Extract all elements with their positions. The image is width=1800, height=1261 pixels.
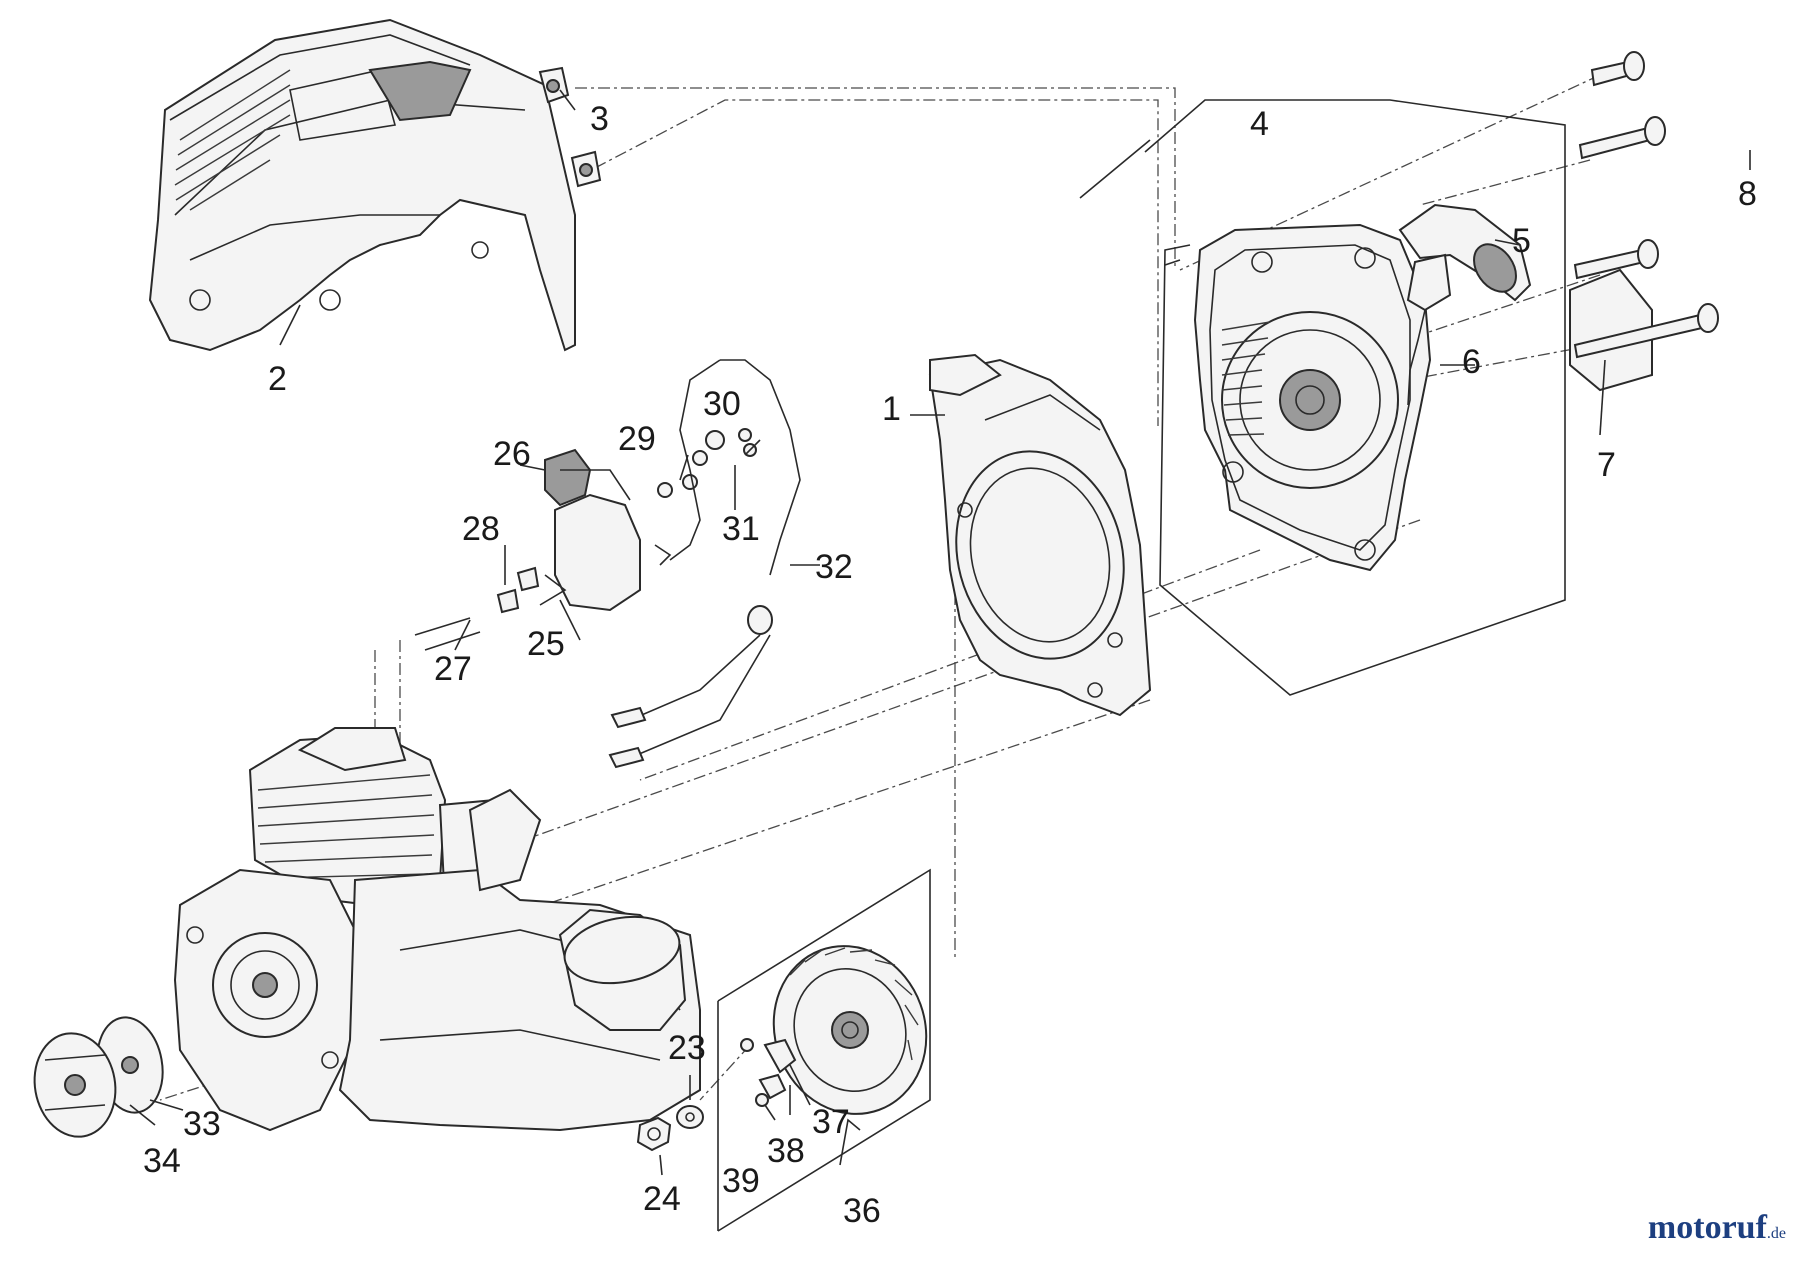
callout-32: 32: [815, 548, 853, 586]
callout-24: 24: [643, 1180, 681, 1218]
callout-6: 6: [1462, 343, 1481, 381]
callout-25: 25: [527, 625, 565, 663]
callout-7: 7: [1597, 446, 1616, 484]
screws: [1573, 51, 1719, 359]
ignition-wire: [608, 359, 801, 769]
callout-30: 30: [703, 385, 741, 423]
assembly-lines: [159, 74, 1601, 1101]
callout-31: 31: [722, 510, 760, 548]
starter-handle: [1398, 203, 1532, 312]
clutch-parts: [33, 1016, 164, 1138]
washers-nuts: [657, 428, 757, 498]
callout-8: 8: [1738, 175, 1757, 213]
callout-26: 26: [493, 435, 531, 473]
fan-housing: [928, 353, 1152, 717]
ignition-coil: [544, 448, 672, 612]
callout-5: 5: [1512, 222, 1531, 260]
flywheel-group: [717, 868, 931, 1232]
callout-37: 37: [812, 1103, 850, 1141]
dowel-pins: [414, 566, 540, 651]
watermark-brand: motoruf: [1647, 1209, 1767, 1246]
callout-4: 4: [1250, 105, 1269, 143]
callout-2: 2: [268, 360, 287, 398]
callout-28: 28: [462, 510, 500, 548]
label-plate: [1569, 268, 1653, 392]
watermark-logo: motoruf.de: [1648, 1209, 1786, 1247]
callout-29: 29: [618, 420, 656, 458]
callout-33: 33: [183, 1105, 221, 1143]
callout-27: 27: [434, 650, 472, 688]
callout-34: 34: [143, 1142, 181, 1180]
recoil-starter: [1193, 223, 1432, 572]
clips: [538, 66, 602, 188]
starter-rope: [1407, 309, 1426, 406]
callout-3: 3: [590, 100, 609, 138]
callout-39: 39: [722, 1162, 760, 1200]
flywheel-nut: [636, 1105, 704, 1152]
callout-1: 1: [882, 390, 901, 428]
callout-23: 23: [668, 1029, 706, 1067]
leader-lines: [129, 89, 1751, 1176]
callout-36: 36: [843, 1192, 881, 1230]
watermark-tld: .de: [1766, 1225, 1786, 1242]
callout-38: 38: [767, 1132, 805, 1170]
engine-block: [173, 727, 701, 1132]
callout-labels: 1 2 3 4 5 6 7 8 23 24 25 26 27 28 29 30 …: [143, 100, 1757, 1230]
engine-cover: [148, 18, 576, 352]
